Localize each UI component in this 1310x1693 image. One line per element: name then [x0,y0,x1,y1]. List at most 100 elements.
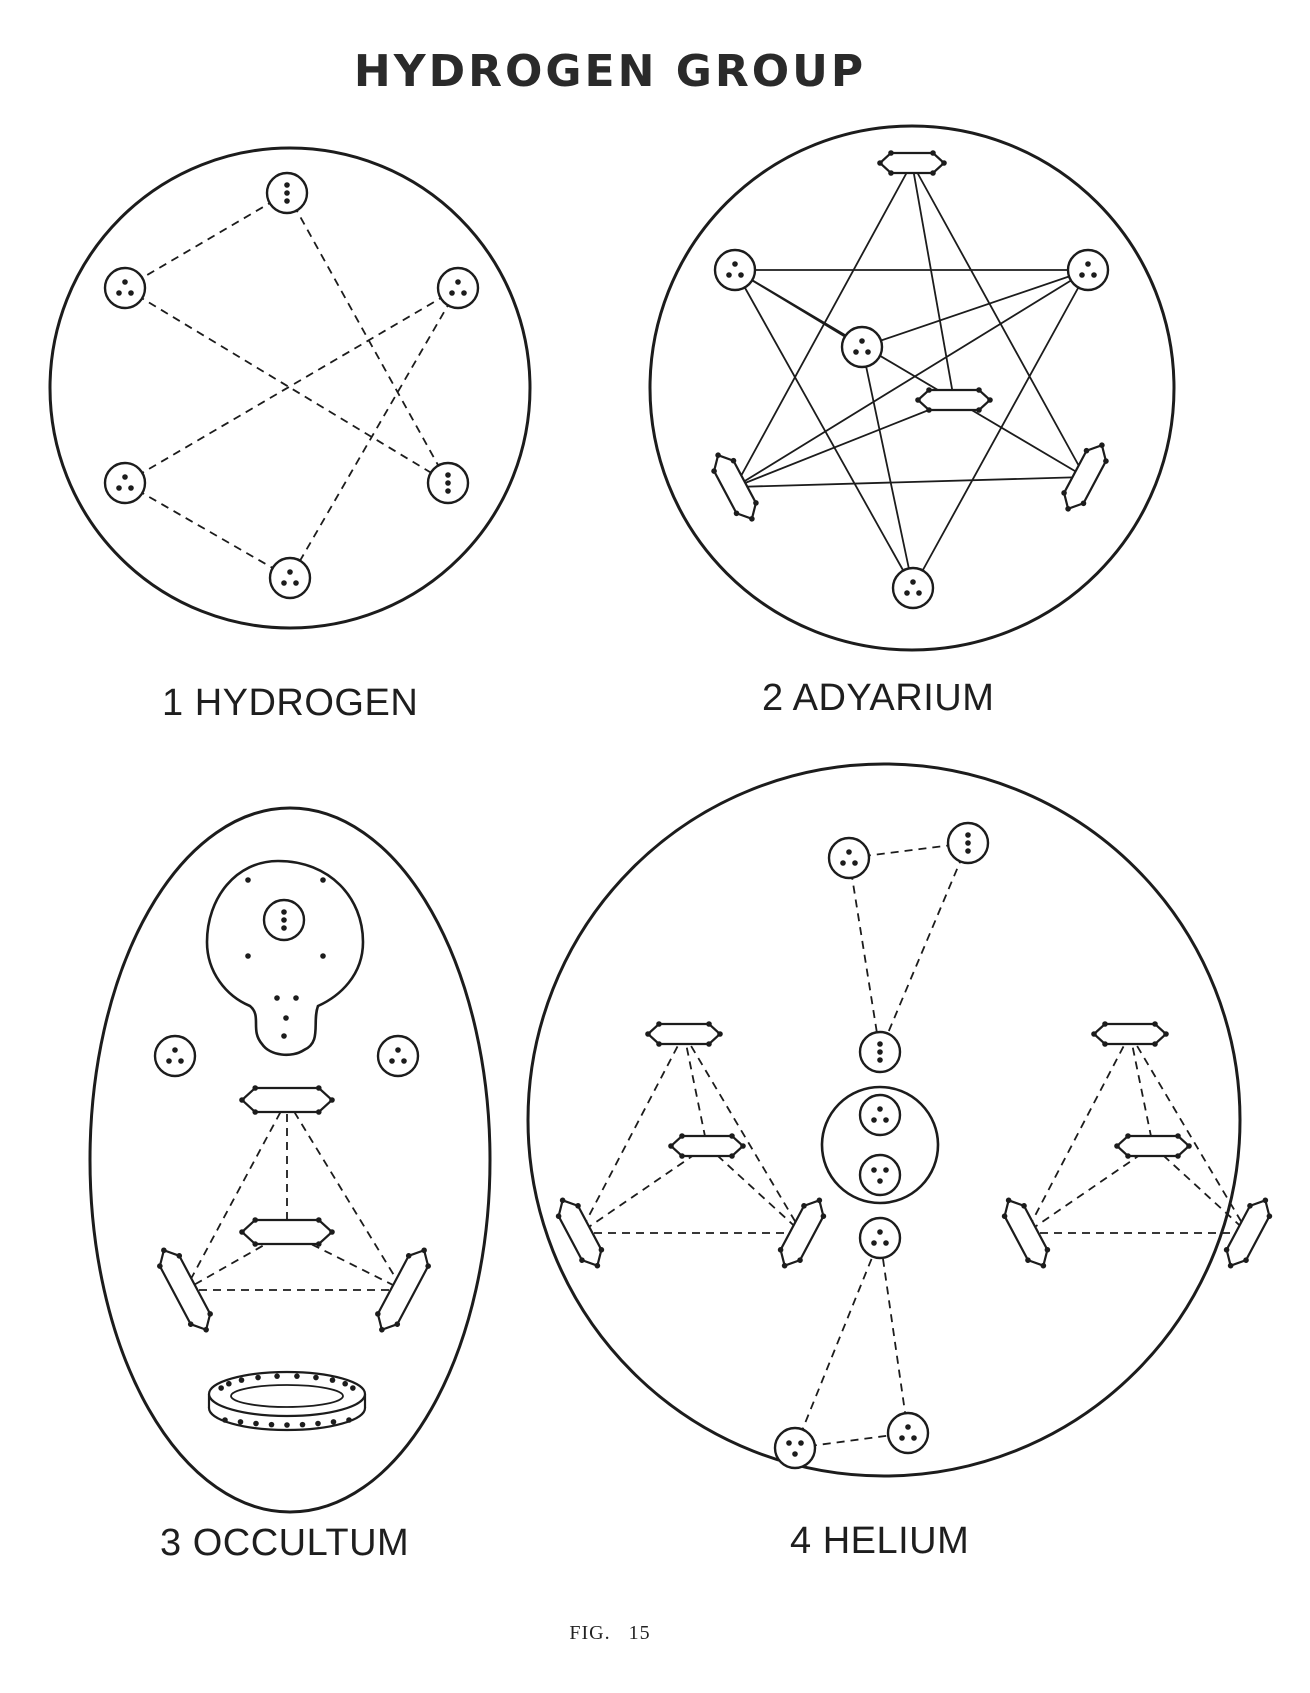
figure-name: HYDROGEN [194,682,419,724]
hexagon-funnel [555,1197,605,1269]
solid-bond [861,269,1089,348]
anu-dot [729,1133,735,1139]
triplet-funnel [103,461,147,505]
anu-dot [1061,490,1067,496]
anu-dot [379,1326,385,1333]
solid-bond [734,269,863,348]
anu-dot [449,290,455,296]
anu-dot [816,1197,823,1204]
anu-dot [738,272,744,278]
anu-dot [801,1203,807,1209]
anu-dot [172,1047,178,1053]
hexagon-funnel [1223,1197,1273,1269]
anu-dot [883,1117,889,1123]
page-title: HYDROGEN GROUP [353,46,867,97]
funnel-circle [827,836,871,880]
anu-dot [729,1153,735,1159]
figure-number: 4 [790,1520,812,1562]
anu-dot [320,953,326,959]
anu-dot [859,338,865,344]
anu-dot [176,1252,183,1259]
dashed-bond [289,287,459,579]
anu-dot [905,1424,911,1430]
anu-dot [555,1213,562,1219]
anu-dot [281,1033,287,1039]
anu-dot [1175,1133,1181,1139]
funnel-circle [858,1153,902,1197]
anu-dot [245,877,251,883]
anu-dot [1125,1133,1131,1139]
anu-dot [281,909,287,915]
anu-dot [797,1257,803,1263]
anu-dot [187,1321,194,1328]
anu-dot [916,590,922,596]
tetrahedron-group-left [555,1021,827,1269]
anu-dot [116,485,122,491]
anu-dot [732,261,738,267]
hexagon-funnel [777,1197,827,1269]
anu-dot [329,1097,335,1103]
anu-dot [740,1143,746,1149]
anu-dot [1102,1041,1108,1047]
triplet-funnel [1066,248,1110,292]
anu-dot [313,1374,319,1381]
figure-label-hydrogen: 1 HYDROGEN [162,682,418,725]
triplet-funnel [376,1034,420,1078]
funnel-circle [153,1034,197,1078]
anu-dot [128,485,134,491]
triplet-funnel [153,1034,197,1078]
hydrogen-diagram [48,146,532,630]
anu-dot [888,170,894,176]
anu-dot [926,387,932,393]
anu-dot [252,1109,258,1115]
anu-dot [965,840,971,846]
anu-dot [871,1117,877,1123]
anu-dot [1044,1247,1051,1253]
dashed-bond [124,482,291,579]
dashed-bond [683,1033,708,1147]
dashed-bond [879,842,969,1053]
hexagon-funnel [711,452,759,522]
anu-dot [293,995,299,1001]
anu-dot [281,917,287,923]
anu-dot [706,1021,712,1027]
funnel-circle [1066,248,1110,292]
anu-dot [865,349,871,355]
anu-dot [877,1041,883,1047]
anu-dot [1005,1197,1012,1204]
anu-dot [976,387,982,393]
hexagon-funnel [157,1247,213,1333]
hexagon-outline [1115,1134,1191,1158]
anu-dot [284,198,290,204]
triplet-funnel [891,566,935,610]
anu-dot [853,349,859,355]
anu-dot [656,1041,662,1047]
anu-dot [899,1435,905,1441]
anu-dot [421,1247,427,1254]
figure-name: ADYARIUM [792,677,995,719]
hexagon-outline [240,1218,334,1246]
anu-dot [717,1031,723,1037]
triplet-funnel [265,171,309,215]
anu-dot [284,1422,290,1428]
anu-dot [1243,1257,1249,1263]
anu-dot [316,1217,322,1223]
solid-bond [912,269,1089,589]
anu-dot [395,1047,401,1053]
figure-name: HELIUM [822,1520,970,1562]
anu-dot [598,1247,605,1253]
anu-dot [239,1229,245,1235]
anu-dot [820,1213,827,1219]
dashed-bond [706,1145,803,1234]
figure-label-helium: 4 HELIUM [790,1520,969,1563]
anu-dot [715,452,721,459]
boundary-oval [88,806,492,1514]
anu-dot [281,925,287,931]
anu-dot [1102,1021,1108,1027]
dashed-bond [1129,1033,1154,1147]
anu-dot [461,290,467,296]
anu-dot [888,150,894,156]
anu-dot [255,1374,261,1381]
anu-dot [840,860,846,866]
